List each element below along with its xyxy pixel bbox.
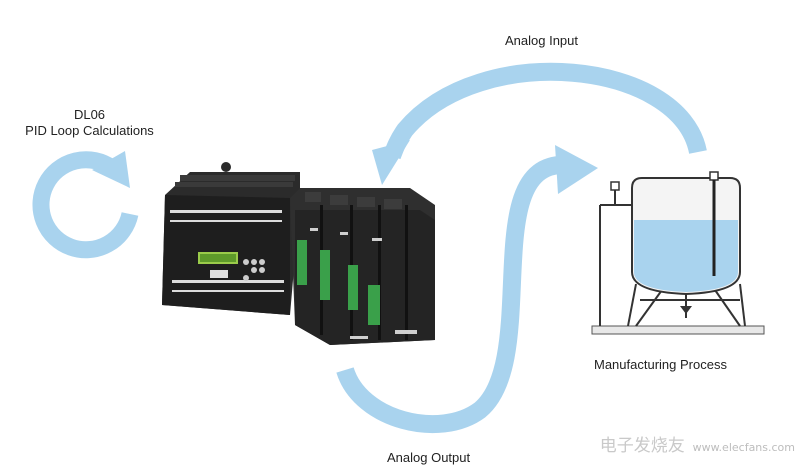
watermark-text: 电子发烧友: [599, 436, 685, 456]
analog-output-arrow: [336, 145, 598, 433]
process-tank: [591, 171, 765, 335]
plc-unit: [162, 162, 435, 345]
dl06-title: DL06: [73, 107, 106, 122]
analog-input-label: Analog Input: [505, 33, 579, 48]
watermark: 电子发烧友 www.elecfans.com: [600, 431, 795, 456]
watermark-url: www.elecfans.com: [692, 441, 795, 454]
dl06-caption: DL06 PID Loop Calculations: [12, 107, 167, 139]
pid-loop-calculations-text: PID Loop Calculations: [25, 123, 154, 138]
analog-output-label: Analog Output: [387, 450, 471, 465]
analog-input-arrow: [372, 62, 707, 185]
manufacturing-process-label: Manufacturing Process: [594, 357, 727, 372]
pid-loop-circular-arrow: [32, 151, 139, 259]
